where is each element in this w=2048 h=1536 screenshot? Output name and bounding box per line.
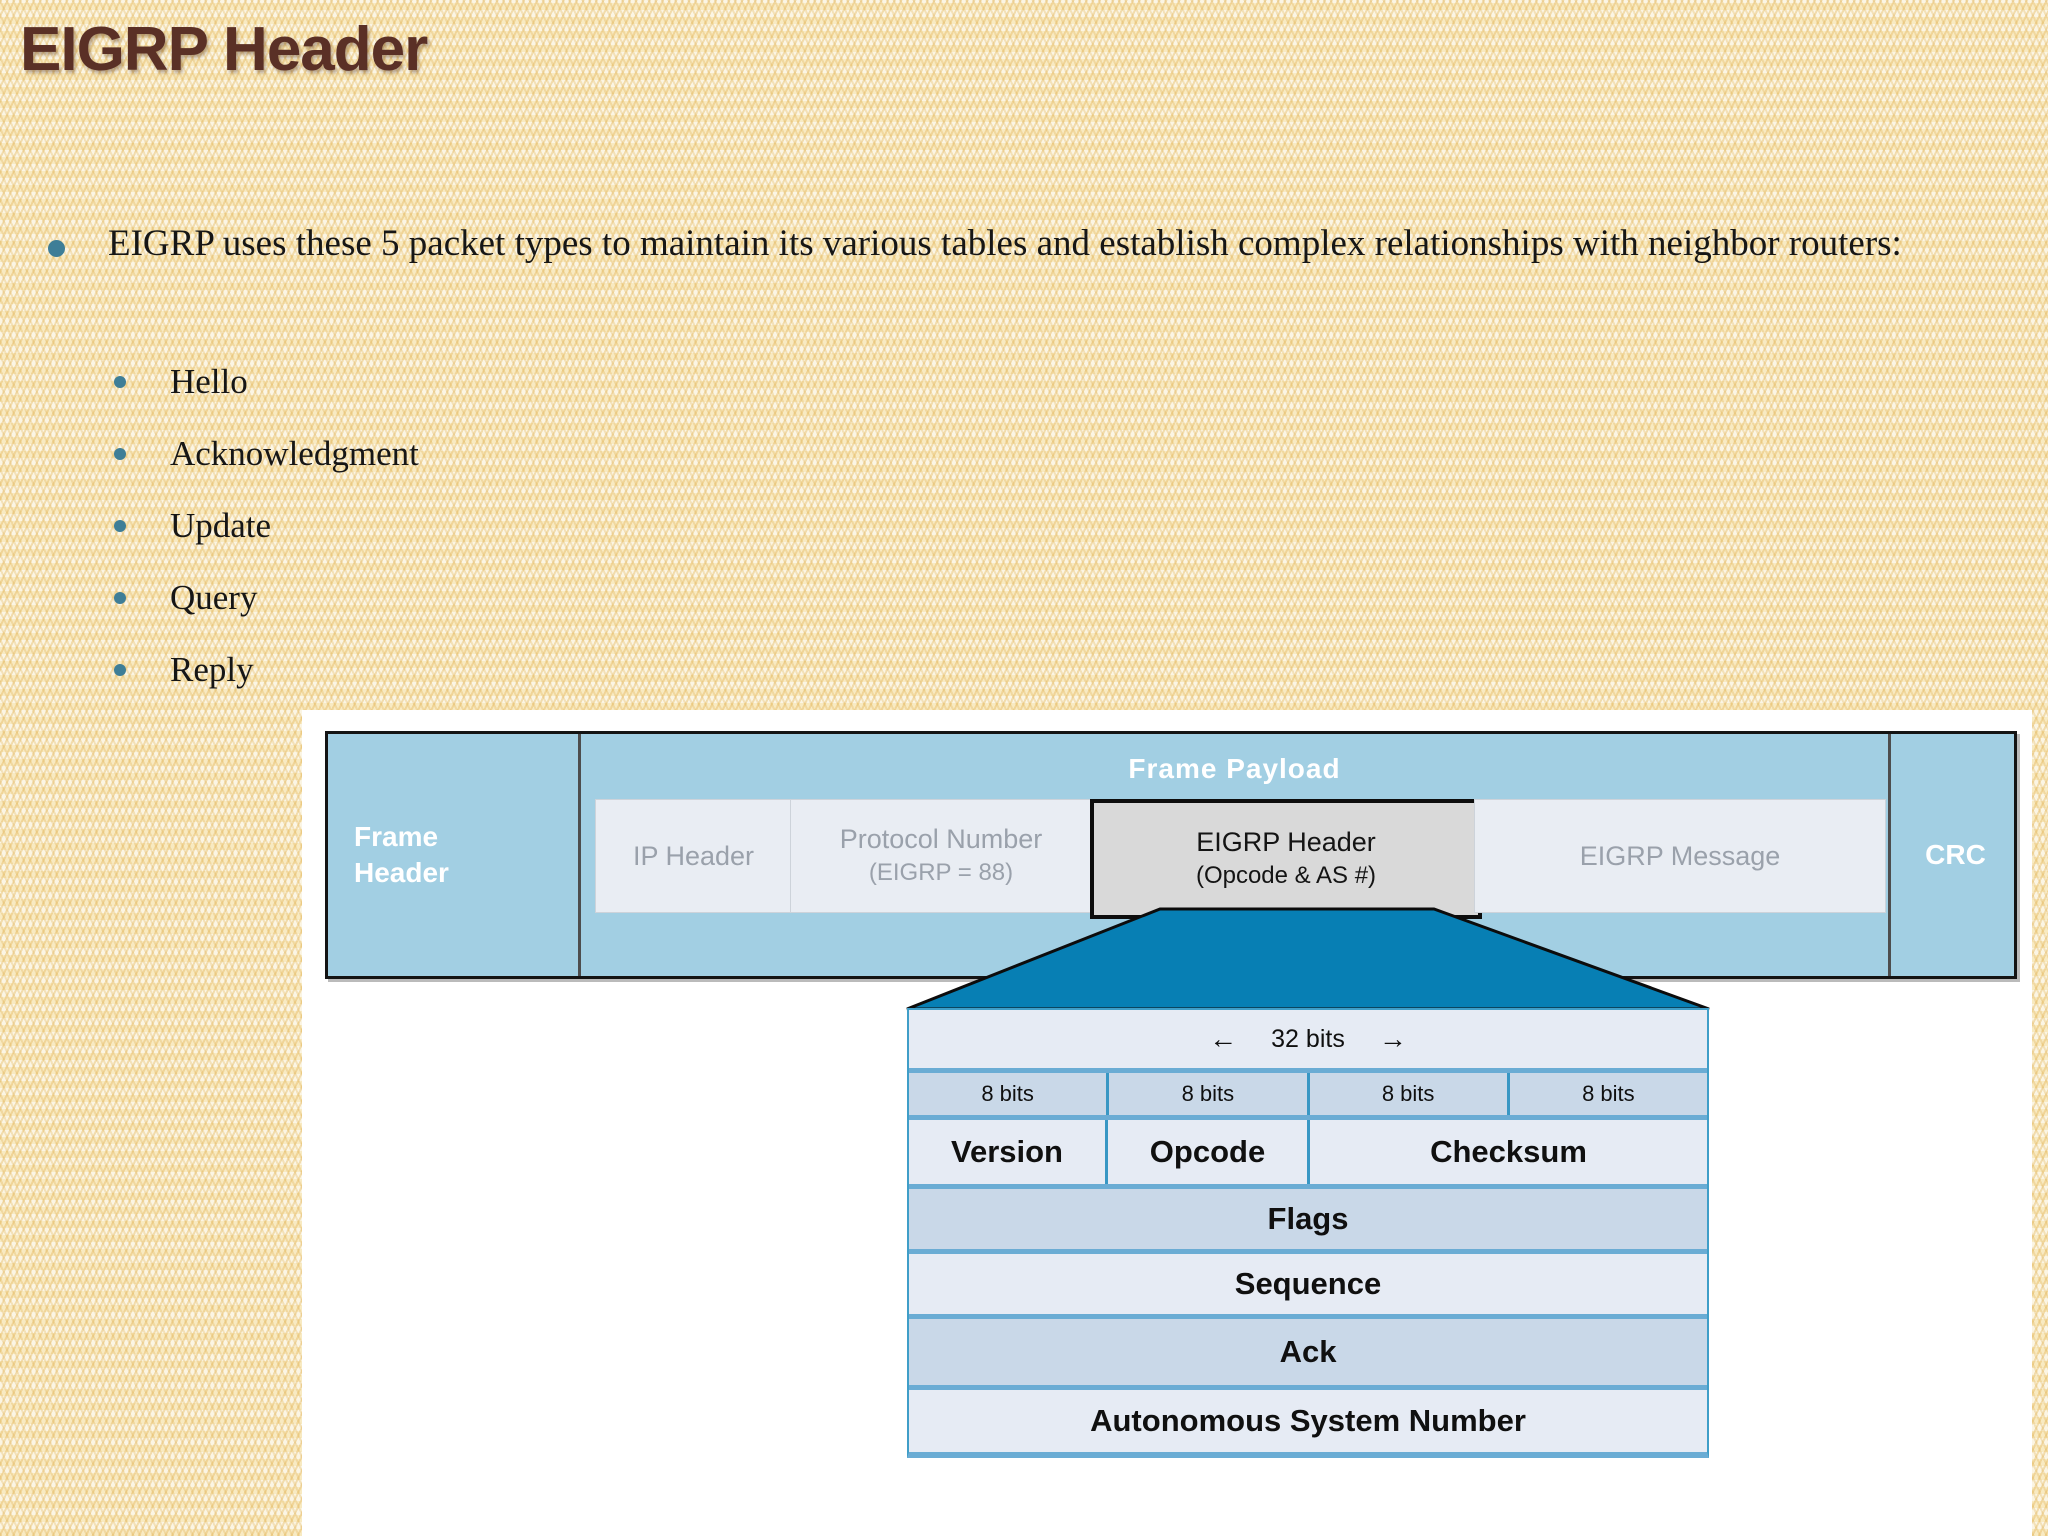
frame-header-divider xyxy=(578,734,581,976)
flags-field: Flags xyxy=(1267,1201,1349,1236)
eigrp-header-label: EIGRP Header xyxy=(1196,827,1376,857)
packet-type-label: Reply xyxy=(170,650,254,689)
list-item: Acknowledgment xyxy=(0,424,1200,496)
sub-bullet-icon xyxy=(114,448,126,460)
table-row-bit-widths: 8 bits 8 bits 8 bits 8 bits xyxy=(909,1073,1707,1120)
list-item: Update xyxy=(0,496,1200,568)
eigrp-header-cell: EIGRP Header (Opcode & AS #) xyxy=(1090,799,1482,919)
packet-type-list: Hello Acknowledgment Update Query Reply xyxy=(0,352,1200,712)
sequence-field: Sequence xyxy=(1234,1266,1382,1301)
list-item: Reply xyxy=(0,640,1200,712)
list-item: Query xyxy=(0,568,1200,640)
bit-width-cell: 8 bits xyxy=(1109,1073,1310,1115)
width-label: 32 bits xyxy=(1271,1024,1345,1053)
table-row-32bits: ← 32 bits → xyxy=(909,1010,1707,1073)
list-item: Hello xyxy=(0,352,1200,424)
sub-bullet-icon xyxy=(114,520,126,532)
bit-width-cell: 8 bits xyxy=(1582,1081,1635,1106)
crc-cell: CRC xyxy=(1925,839,1986,870)
page-title: EIGRP Header xyxy=(20,15,428,84)
opcode-field: Opcode xyxy=(1108,1120,1310,1184)
table-row-ack: Ack xyxy=(909,1319,1707,1390)
packet-type-label: Query xyxy=(170,578,258,617)
arrow-right-icon: → xyxy=(1378,1023,1407,1054)
checksum-field: Checksum xyxy=(1430,1134,1587,1169)
zoom-trapezoid xyxy=(906,907,1710,1011)
frame-payload-title: Frame Payload xyxy=(1128,753,1341,784)
packet-type-label: Acknowledgment xyxy=(170,434,419,473)
sub-bullet-icon xyxy=(114,664,126,676)
intro-bullet-text: EIGRP uses these 5 packet types to maint… xyxy=(108,223,1902,264)
eigrp-header-sublabel: (Opcode & AS #) xyxy=(1195,862,1377,889)
ack-field: Ack xyxy=(1279,1334,1337,1369)
packet-type-label: Update xyxy=(170,506,272,545)
table-row-byte-fields: Version Opcode Checksum xyxy=(909,1120,1707,1189)
frame-header-cell: Frame Header xyxy=(354,821,449,888)
table-row-asn: Autonomous System Number xyxy=(909,1390,1707,1452)
ip-header-cell: IP Header xyxy=(595,799,792,913)
bit-width-cell: 8 bits xyxy=(909,1073,1110,1115)
table-row-flags: Flags xyxy=(909,1189,1707,1254)
eigrp-message-label: EIGRP Message xyxy=(1579,841,1781,871)
sub-bullet-icon xyxy=(114,592,126,604)
protocol-number-value: (EIGRP = 88) xyxy=(868,859,1014,886)
autonomous-system-number-field: Autonomous System Number xyxy=(1090,1403,1526,1438)
eigrp-header-table: ← 32 bits → 8 bits 8 bits 8 bits 8 bits … xyxy=(907,1008,1709,1458)
arrow-left-icon: ← xyxy=(1209,1023,1238,1054)
bullet-icon xyxy=(48,240,65,257)
frame-structure-diagram: Frame Header Frame Payload IP Header Pro… xyxy=(325,731,2017,979)
protocol-number-cell: Protocol Number (EIGRP = 88) xyxy=(790,799,1092,913)
ip-header-label: IP Header xyxy=(632,841,755,871)
table-row-sequence: Sequence xyxy=(909,1254,1707,1319)
version-field: Version xyxy=(909,1120,1108,1184)
protocol-number-label: Protocol Number xyxy=(839,824,1043,854)
crc-divider xyxy=(1888,734,1891,976)
bit-width-cell: 8 bits xyxy=(1310,1073,1510,1115)
packet-type-label: Hello xyxy=(170,362,248,401)
sub-bullet-icon xyxy=(114,376,126,388)
eigrp-message-cell: EIGRP Message xyxy=(1474,799,1886,913)
